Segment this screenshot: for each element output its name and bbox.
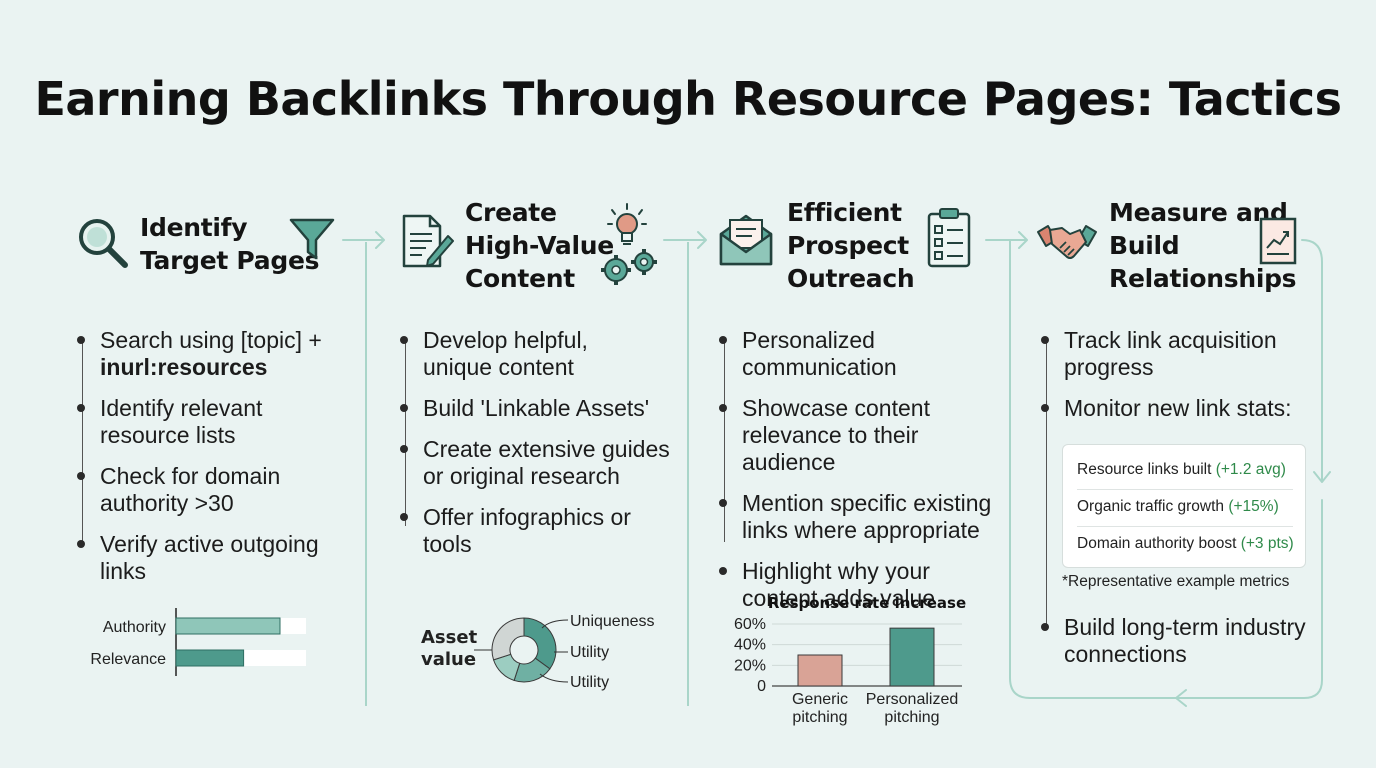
donut-pointer-uniqueness [541,619,569,629]
funnel-icon [289,218,335,260]
column-3-heading: Efficient Prospect Outreach [787,198,915,293]
y-tick-label: 20% [734,657,766,674]
flow-arrow-2 [663,231,707,249]
handshake-icon [1037,225,1097,259]
list-item: Monitor new link stats: [1041,395,1312,422]
response-rate-chart: Response rate increase 0 20% 40% 60% Generi… [734,594,966,726]
asset-value-label: Asset value [421,627,478,670]
y-tick-label: 60% [734,616,766,633]
tick-label-authority: Authority [103,619,166,636]
column-4-bullets-bottom: Build long-term industry connections [1041,614,1312,668]
column-4-bullets-top: Track link acquisition progress Monitor … [1041,327,1312,422]
bar-generic [797,654,843,687]
column-4-bullet-line [1046,340,1047,628]
bar-authority [175,617,281,635]
donut-slice-3 [491,617,525,661]
tick-label-relevance: Relevance [90,651,166,668]
column-3-bullets: Personalized communication Showcase cont… [719,327,1010,612]
category-label-generic-2: pitching [792,709,847,726]
list-item: Build 'Linkable Assets' [400,395,673,422]
column-divider-2 [687,242,689,706]
list-item: Showcase content relevance to their audi… [719,395,1010,476]
column-2-bullets: Develop helpful, unique content Build 'L… [400,327,673,558]
column-2-heading: Create High-Value Content [465,198,614,293]
list-item: Highlight why your content adds value [719,558,1010,612]
metric-divider [1077,526,1293,527]
column-2-bullet-line [405,340,406,526]
list-item: Check for domain authority >30 [77,463,348,517]
metrics-note: *Representative example metrics [1062,573,1290,590]
magnifier-icon [79,219,128,268]
list-item: Develop helpful, unique content [400,327,673,381]
column-divider-1 [365,242,367,706]
column-1-bullets: Search using [topic] + inurl:resources I… [77,327,348,585]
chart-title: Response rate increase [768,594,966,612]
lightbulb-icon [607,203,647,245]
list-item: Identify relevant resource lists [77,395,348,449]
donut-pointer-utility-2 [539,673,569,683]
metric-row: Organic traffic growth (+15%) [1077,498,1279,515]
column-1-bullet-line [82,340,83,542]
gears-icon [601,249,657,285]
donut-label-utility-2: Utility [570,674,609,691]
category-label-personalized-1: Personalized [866,691,959,708]
list-item: Search using [topic] + inurl:resources [77,327,348,381]
y-tick-label: 40% [734,637,766,654]
bar-relevance [175,649,245,667]
category-label-personalized-2: pitching [884,709,939,726]
category-label-generic-1: Generic [792,691,848,708]
list-item: Offer infographics or tools [400,504,673,558]
flow-arrow-3 [985,231,1028,249]
list-item: Track link acquisition progress [1041,327,1312,381]
list-item: Build long-term industry connections [1041,614,1312,668]
page-title: Earning Backlinks Through Resource Pages… [34,72,1342,126]
list-item: Personalized communication [719,327,1010,381]
metrics-card: Resource links built (+1.2 avg) Organic … [1062,444,1306,568]
y-tick-label: 0 [757,678,766,695]
document-pencil-icon [402,214,454,268]
list-item: Create extensive guides or original rese… [400,436,673,490]
list-item: Mention specific existing links where ap… [719,490,1010,544]
metric-divider [1077,489,1293,490]
bar-personalized [889,627,935,687]
metric-row: Resource links built (+1.2 avg) [1077,461,1286,478]
flow-arrow-1 [342,231,385,249]
envelope-icon [719,214,773,266]
column-1-heading: Identify Target Pages [140,213,320,275]
donut-slice-0 [523,617,557,670]
donut-label-utility-1: Utility [570,644,609,661]
asset-value-donut: Uniqueness Utility Utility [474,613,655,691]
column-3-bullet-line [724,340,725,542]
clipboard-checklist-icon [927,208,971,268]
column-4-heading: Measure and Build Relationships [1109,198,1297,293]
authority-relevance-chart: Authority Relevance [90,608,306,676]
list-item: Verify active outgoing links [77,531,348,585]
trend-chart-icon [1259,217,1297,265]
donut-label-uniqueness: Uniqueness [570,613,655,630]
metric-row: Domain authority boost (+3 pts) [1077,535,1294,552]
